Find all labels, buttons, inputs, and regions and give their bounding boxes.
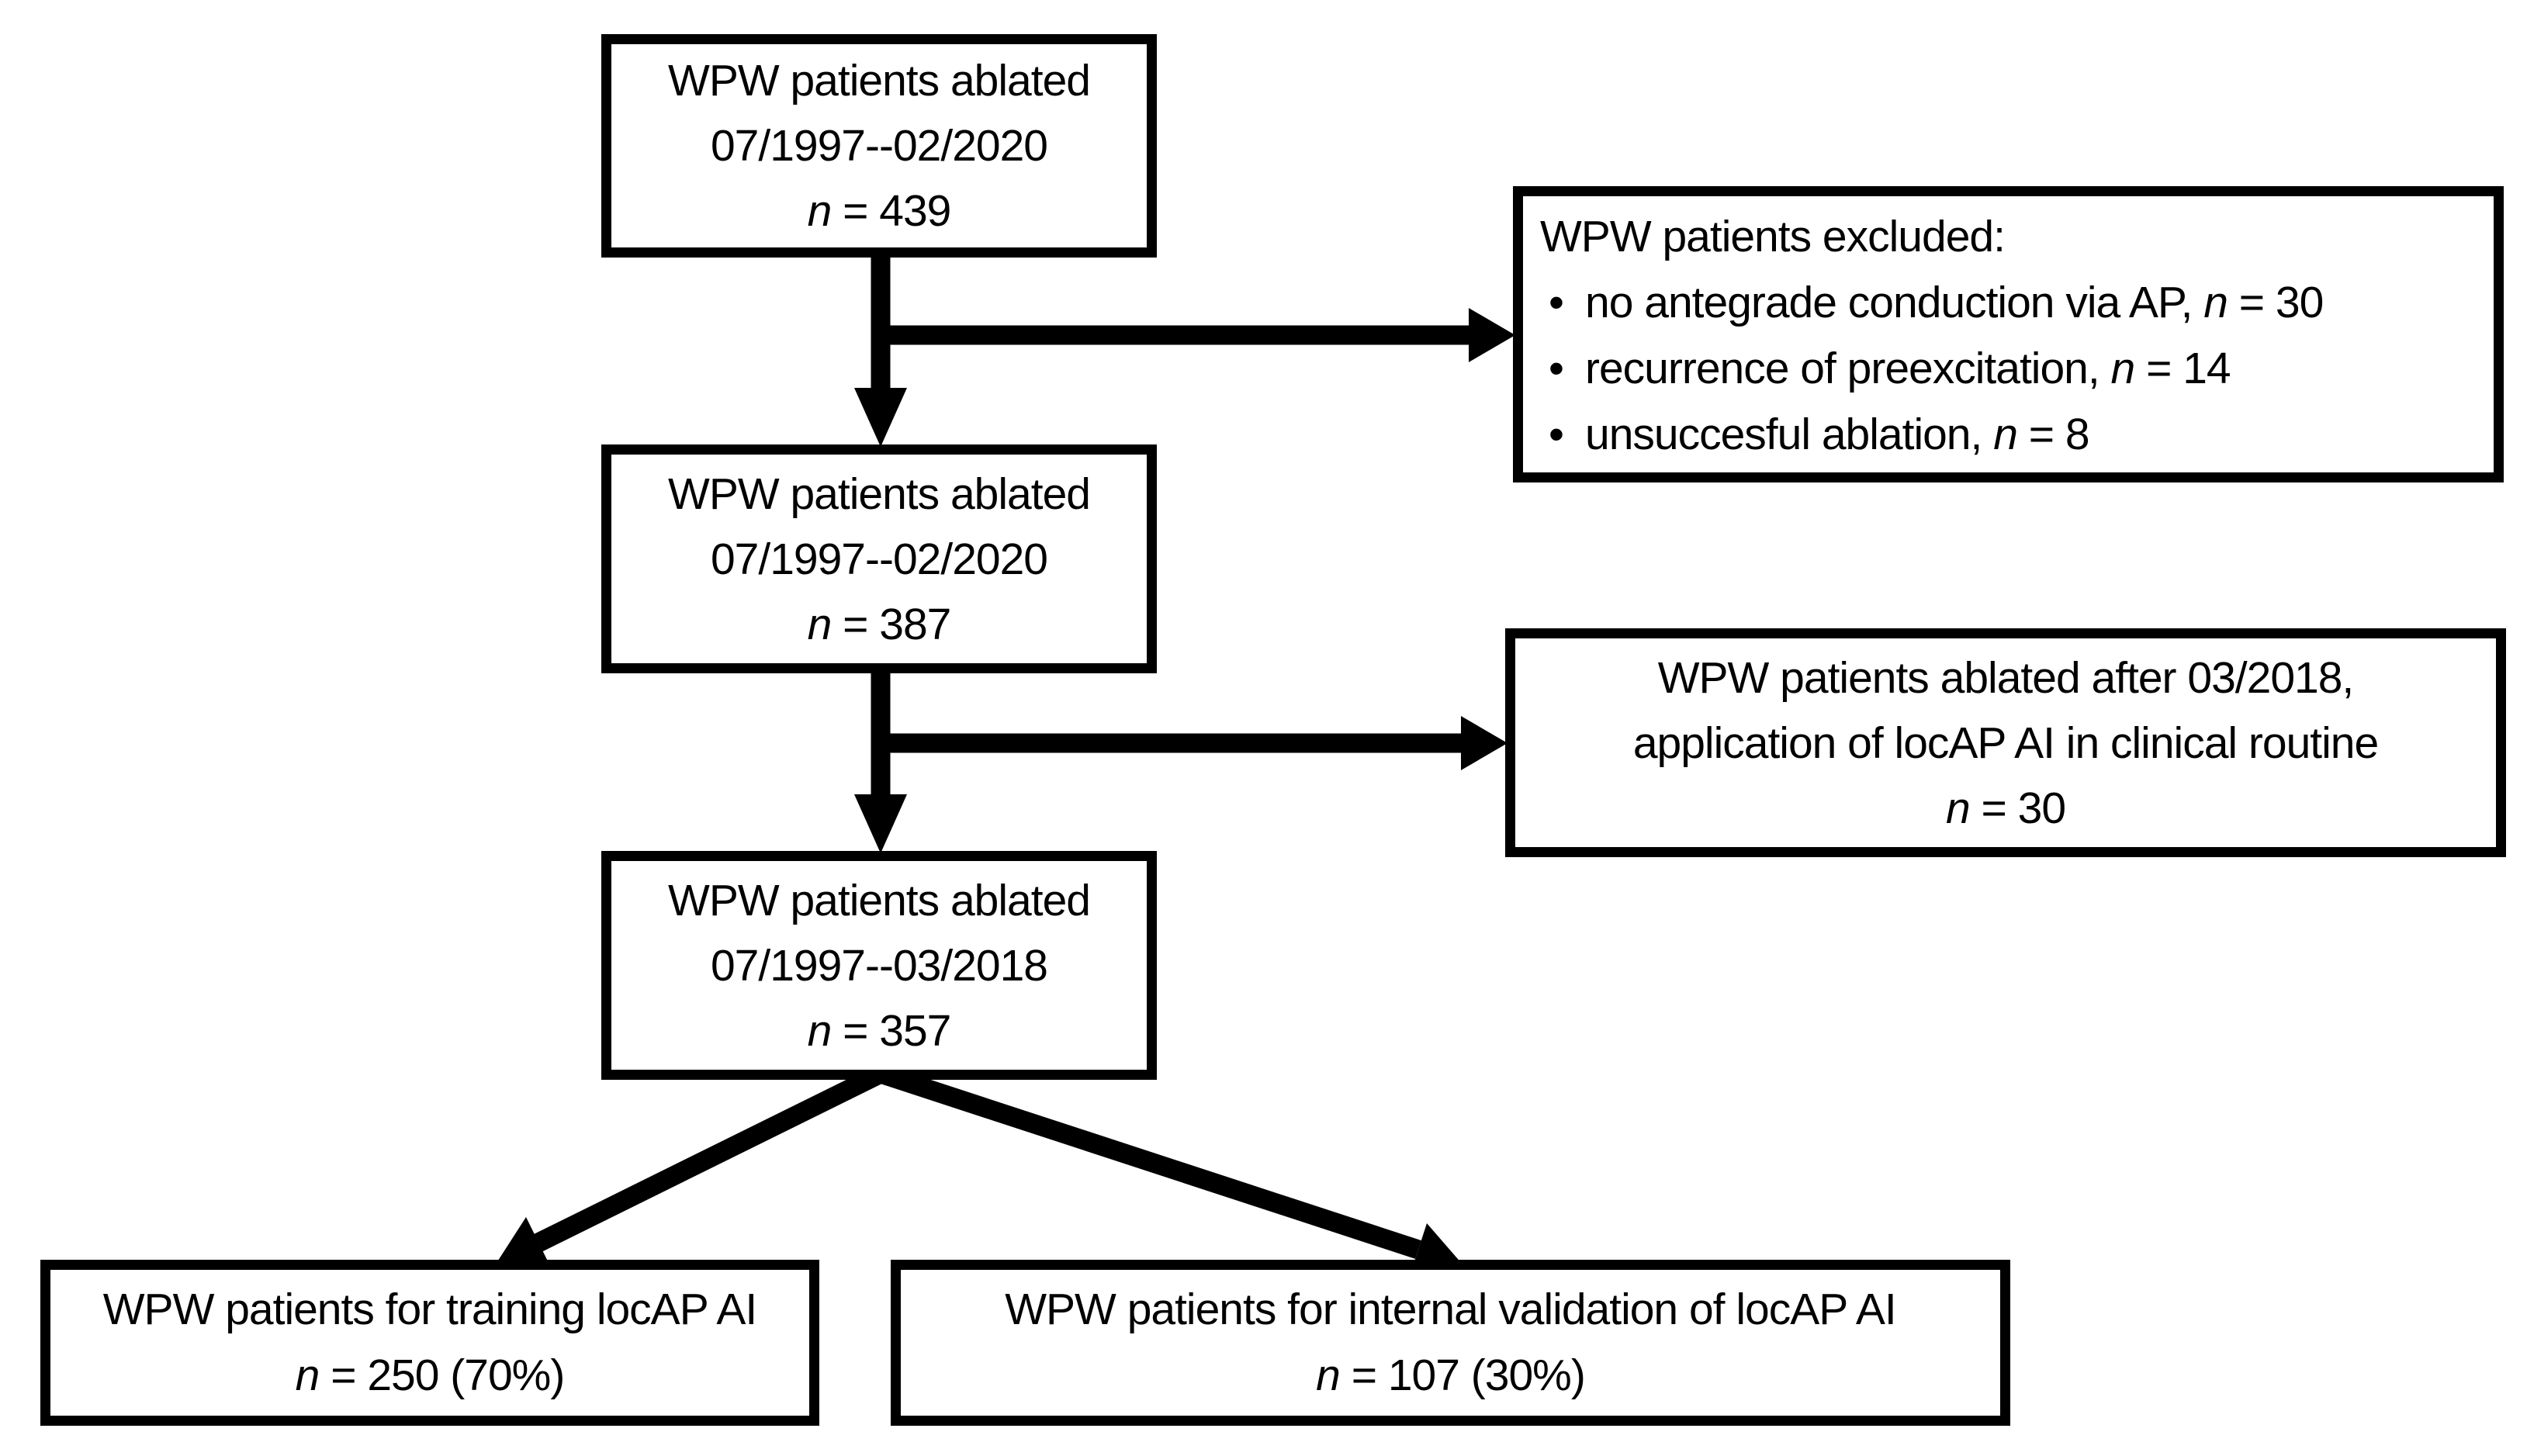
arrowhead-right-icon — [1469, 308, 1515, 362]
bullet-text: recurrence of preexcitation, n = 14 — [1585, 336, 2231, 402]
box-line: WPW patients ablated — [668, 56, 1091, 105]
box-cohort-after-exclusion: WPW patients ablated 07/1997--02/2020 n … — [601, 444, 1157, 673]
arrow-to-validation — [878, 1064, 1463, 1276]
box-line: WPW patients for internal validation of … — [1005, 1285, 1897, 1334]
excluded-title: WPW patients excluded: — [1540, 212, 2006, 261]
box-n-line: n = 107 (30%) — [1316, 1343, 1586, 1409]
box-excluded: WPW patients excluded: • no antegrade co… — [1513, 186, 2504, 482]
box-n-line: n = 439 — [807, 178, 952, 244]
arrow-line — [534, 1064, 885, 1252]
n-value: = 357 — [831, 1005, 951, 1056]
box-line: WPW patients ablated — [668, 469, 1091, 519]
n-symbol: n — [2110, 344, 2136, 393]
box-cohort-final: WPW patients ablated 07/1997--03/2018 n … — [601, 851, 1157, 1080]
arrowhead-down-icon — [854, 794, 907, 853]
box-n-line: n = 250 (70%) — [295, 1343, 566, 1409]
n-value: = 107 (30%) — [1339, 1351, 1586, 1400]
arrow-initial-to-387 — [854, 253, 907, 447]
box-ablated-after-032018: WPW patients ablated after 03/2018, appl… — [1505, 628, 2506, 857]
box-n-line: n = 357 — [807, 998, 952, 1063]
box-n-line: n = 30 — [1945, 776, 2066, 841]
bullet-text-before: recurrence of preexcitation, — [1585, 344, 2111, 393]
bullet-icon: • — [1549, 344, 1564, 393]
bullet-icon: • — [1549, 278, 1564, 327]
n-value: = 14 — [2134, 344, 2231, 393]
arrow-to-excluded — [881, 308, 1515, 362]
n-symbol: n — [1945, 783, 1971, 833]
box-line: 07/1997--02/2020 — [710, 534, 1048, 584]
box-n-line: n = 387 — [807, 592, 952, 657]
arrow-to-after-032018 — [881, 716, 1508, 770]
n-symbol: n — [1316, 1351, 1341, 1400]
n-symbol: n — [2203, 278, 2228, 327]
box-line: 07/1997--03/2018 — [710, 940, 1048, 991]
excluded-bullet-row: • recurrence of preexcitation, n = 14 — [1523, 336, 2494, 402]
box-cohort-initial: WPW patients ablated 07/1997--02/2020 n … — [601, 34, 1157, 258]
n-value: = 30 — [1969, 783, 2066, 833]
n-symbol: n — [295, 1351, 320, 1400]
box-line: WPW patients for training locAP AI — [102, 1285, 757, 1334]
n-value: = 30 — [2227, 278, 2324, 327]
bullet-icon: • — [1549, 410, 1564, 459]
n-symbol: n — [1993, 410, 2018, 459]
bullet-text-before: no antegrade conduction via AP, — [1585, 278, 2204, 327]
n-value: = 387 — [831, 599, 951, 649]
n-symbol: n — [807, 1005, 833, 1056]
n-value: = 439 — [831, 186, 951, 236]
box-line: WPW patients ablated — [668, 875, 1091, 925]
n-symbol: n — [807, 186, 833, 236]
bullet-text: unsuccesful ablation, n = 8 — [1585, 402, 2090, 468]
box-line: application of locAP AI in clinical rout… — [1632, 718, 2379, 768]
box-line: 07/1997--02/2020 — [710, 121, 1048, 171]
box-validation: WPW patients for internal validation of … — [891, 1260, 2010, 1426]
bullet-text-before: unsuccesful ablation, — [1585, 410, 1994, 459]
arrowhead-downleft-icon — [497, 1217, 551, 1268]
arrow-387-to-357 — [854, 669, 907, 853]
box-line: WPW patients ablated after 03/2018, — [1657, 652, 2355, 703]
bullet-text: no antegrade conduction via AP, n = 30 — [1585, 270, 2324, 336]
n-value: = 250 (70%) — [319, 1351, 565, 1400]
arrowhead-right-icon — [1461, 716, 1508, 770]
arrow-to-training — [497, 1064, 885, 1268]
excluded-bullet-row: • no antegrade conduction via AP, n = 30 — [1523, 270, 2494, 336]
arrow-line — [878, 1064, 1421, 1259]
box-training: WPW patients for training locAP AI n = 2… — [40, 1260, 819, 1426]
arrowhead-down-icon — [854, 388, 907, 447]
n-value: = 8 — [2016, 410, 2090, 459]
excluded-bullet-row: • unsuccesful ablation, n = 8 — [1523, 402, 2494, 468]
n-symbol: n — [807, 599, 833, 649]
